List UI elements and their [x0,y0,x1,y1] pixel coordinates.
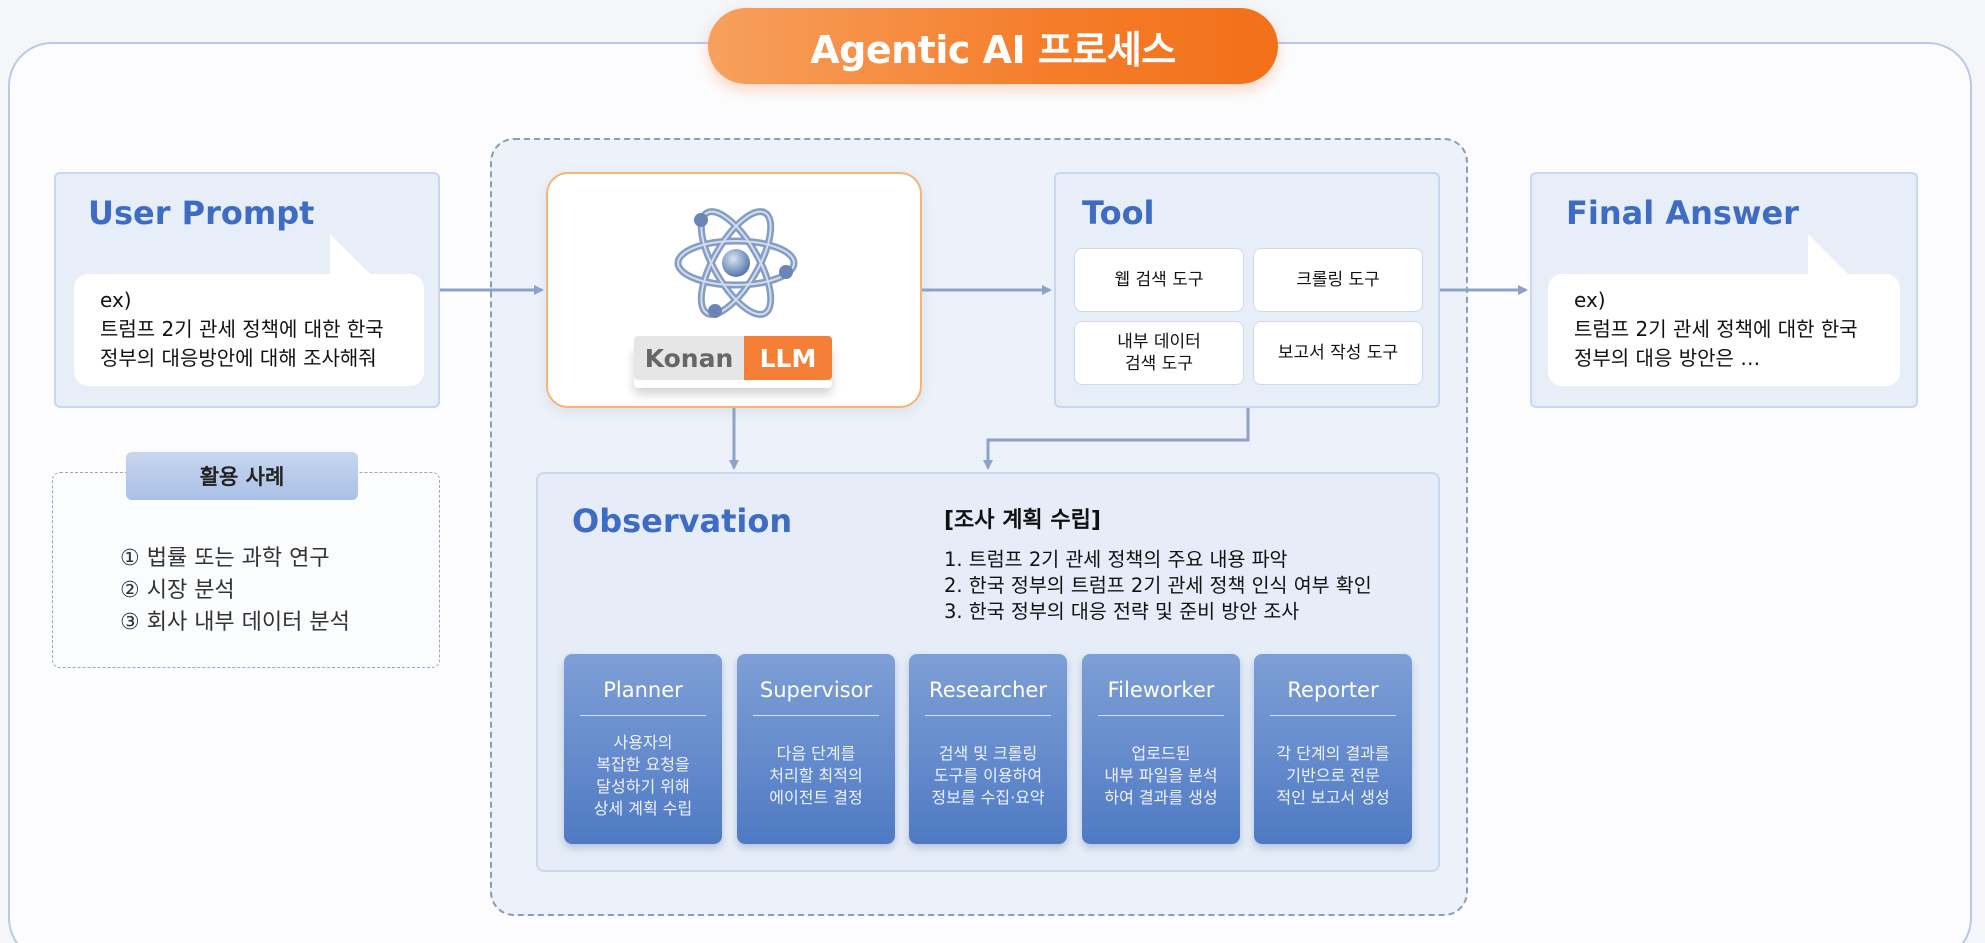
agent-divider [580,715,706,716]
final-answer-line-1: 트럼프 2기 관세 정책에 대한 한국 [1574,317,1858,341]
tool-internal-search: 내부 데이터 검색 도구 [1074,321,1244,385]
agent-description: 검색 및 크롤링 도구를 이용하여 정보를 수집·요약 [931,744,1045,807]
speech-bubble-tail [1808,234,1848,274]
tool-report-writer: 보고서 작성 도구 [1253,321,1423,385]
final-answer-prefix: ex) [1574,288,1606,312]
agent-description: 다음 단계를 처리할 최적의 에이전트 결정 [769,744,863,807]
agent-name: Researcher [929,678,1047,702]
agent-divider [753,715,879,716]
agent-name: Planner [603,678,683,702]
agent-card-planner: Planner 사용자의 복잡한 요청을 달성하기 위해 상세 계획 수립 [564,654,722,844]
brand-badge-llm: LLM [744,336,832,380]
agent-divider [925,715,1051,716]
user-prompt-prefix: ex) [100,288,132,312]
agent-description: 각 단계의 결과를 기반으로 전문 적인 보고서 생성 [1276,744,1390,807]
arrow-tool-to-observation [983,408,1250,470]
agent-description: 업로드된 내부 파일을 분석 하여 결과를 생성 [1104,744,1218,807]
atom-icon [674,208,798,318]
plan-title: [조사 계획 수립] [944,508,1101,533]
agent-divider [1270,715,1396,716]
use-case-item: ③ 회사 내부 데이터 분석 [120,610,350,635]
agent-name: Reporter [1287,678,1379,702]
tool-web-search: 웹 검색 도구 [1074,248,1244,312]
plan-item: 2. 한국 정부의 트럼프 2기 관세 정책 인식 여부 확인 [944,574,1372,597]
use-case-item: ① 법률 또는 과학 연구 [120,546,330,571]
brand-badge-konan: Konan [634,336,744,380]
agent-name: Fileworker [1107,678,1215,702]
agent-card-supervisor: Supervisor 다음 단계를 처리할 최적의 에이전트 결정 [737,654,895,844]
llm-card: Konan LLM [546,172,922,408]
use-case-item: ② 시장 분석 [120,578,235,603]
final-answer-panel: Final Answer ex) 트럼프 2기 관세 정책에 대한 한국 정부의… [1530,172,1918,408]
user-prompt-line-2: 정부의 대응방안에 대해 조사해줘 [100,346,377,370]
tool-title: Tool [1082,194,1155,232]
user-prompt-bubble: ex) 트럼프 2기 관세 정책에 대한 한국 정부의 대응방안에 대해 조사해… [74,274,424,386]
user-prompt-panel: User Prompt ex) 트럼프 2기 관세 정책에 대한 한국 정부의 … [54,172,440,408]
final-answer-bubble: ex) 트럼프 2기 관세 정책에 대한 한국 정부의 대응 방안은 … [1548,274,1900,386]
agent-divider [1098,715,1224,716]
observation-title: Observation [572,502,793,540]
agent-card-fileworker: Fileworker 업로드된 내부 파일을 분석 하여 결과를 생성 [1082,654,1240,844]
plan-item: 3. 한국 정부의 대응 전략 및 준비 방안 조사 [944,600,1300,623]
agent-card-researcher: Researcher 검색 및 크롤링 도구를 이용하여 정보를 수집·요약 [909,654,1067,844]
final-answer-line-2: 정부의 대응 방안은 … [1574,346,1761,370]
user-prompt-line-1: 트럼프 2기 관세 정책에 대한 한국 [100,317,384,341]
tool-crawling: 크롤링 도구 [1253,248,1423,312]
agent-name: Supervisor [759,678,873,702]
agent-description: 사용자의 복잡한 요청을 달성하기 위해 상세 계획 수립 [593,733,693,818]
speech-bubble-tail [330,234,370,274]
use-cases-box [52,472,440,668]
use-cases-title: 활용 사례 [126,452,358,500]
agent-card-reporter: Reporter 각 단계의 결과를 기반으로 전문 적인 보고서 생성 [1254,654,1412,844]
final-answer-title: Final Answer [1566,194,1799,232]
page-title: Agentic AI 프로세스 [708,8,1278,84]
plan-item: 1. 트럼프 2기 관세 정책의 주요 내용 파악 [944,548,1288,571]
user-prompt-title: User Prompt [88,194,315,232]
